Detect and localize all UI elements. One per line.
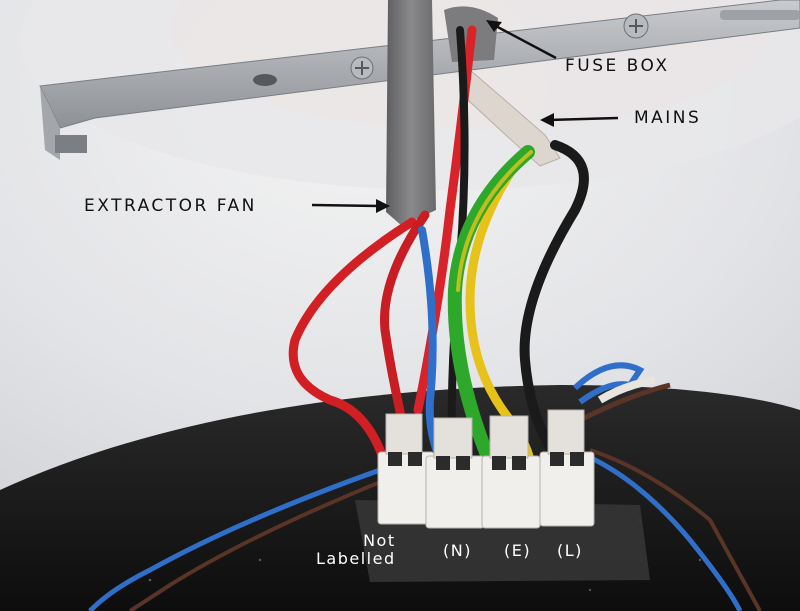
extractor-fan-arrow <box>311 203 381 208</box>
red-wire-left <box>288 217 417 460</box>
mains-arrow <box>547 116 619 122</box>
blue-wire-bottom <box>583 452 743 611</box>
blue-wire-right <box>572 362 645 405</box>
blue-wire-left <box>418 226 444 464</box>
terminal-block-earth <box>481 415 541 529</box>
brown-wire-bottom-left <box>128 478 386 611</box>
green-yellow-earth-wire <box>447 145 535 469</box>
terminal-block-neutral <box>425 417 485 529</box>
black-mains-wire <box>519 140 589 465</box>
terminal-block-not-labelled <box>377 413 435 525</box>
white-wire-right <box>597 376 656 404</box>
not-labelled-line2: Labelled <box>316 549 396 568</box>
green-yellow-stripe <box>456 150 533 292</box>
terminal-block-live <box>539 409 595 527</box>
extractor-fan-grey-cable <box>386 0 436 226</box>
fuse-box-label: FUSE BOX <box>565 56 670 76</box>
red-wire-inner <box>380 210 430 460</box>
mains-white-sheath <box>467 68 561 167</box>
earth-label: (E) <box>504 541 532 560</box>
neutral-label: (N) <box>443 541 472 560</box>
extractor-fan-label: EXTRACTOR FAN <box>84 196 257 216</box>
brown-wire-bottom <box>589 448 762 611</box>
blue-wire-bottom-left <box>88 467 381 611</box>
mains-label: MAINS <box>634 108 702 128</box>
not-labelled-label: Not Labelled <box>316 532 396 568</box>
live-label: (L) <box>557 541 583 560</box>
fuse-box-arrow <box>491 22 557 60</box>
annotation-arrows <box>311 20 619 213</box>
brown-wire-right <box>578 382 671 423</box>
not-labelled-line1: Not <box>363 531 396 550</box>
